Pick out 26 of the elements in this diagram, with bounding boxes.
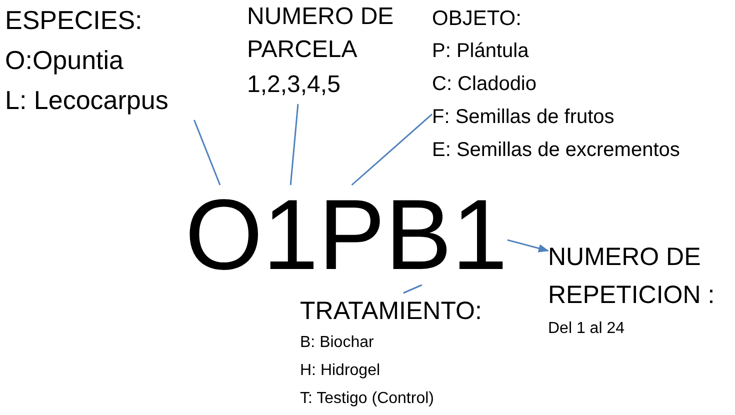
- code-option: T: Testigo (Control): [300, 385, 520, 413]
- category-heading: OBJETO:: [432, 6, 522, 32]
- code-letter: 1: [452, 185, 508, 285]
- code-option: 1,2,3,4,5: [247, 66, 417, 104]
- code-option: H: Hidrogel: [300, 357, 520, 385]
- code-option: O:Opuntia: [5, 40, 225, 80]
- code-option: C: Cladodio: [432, 68, 735, 101]
- code-option: F: Semillas de frutos: [432, 101, 735, 134]
- code-option: L: Lecocarpus: [5, 80, 225, 120]
- leader-line: [290, 104, 299, 186]
- category-heading: NUMERO DE REPETICION :: [548, 242, 716, 311]
- code-option: Del 1 al 24: [548, 314, 735, 344]
- category-heading: TRATAMIENTO:: [300, 296, 483, 327]
- category-heading: NUMERO DE PARCELA: [247, 2, 395, 65]
- code-letter: B: [385, 185, 452, 285]
- code-letter: O: [185, 185, 263, 285]
- code-option: E: Semillas de excrementos: [432, 134, 735, 167]
- code-option: B: Biochar: [300, 329, 520, 357]
- code-letter: 1: [262, 185, 318, 285]
- leader-line: [194, 120, 221, 186]
- arrow: [507, 239, 550, 252]
- code-letter: P: [318, 185, 386, 285]
- code-option: P: Plántula: [432, 35, 735, 68]
- leader-line: [351, 114, 432, 186]
- category-heading: ESPECIES:: [5, 4, 144, 37]
- leader-line: [403, 284, 422, 294]
